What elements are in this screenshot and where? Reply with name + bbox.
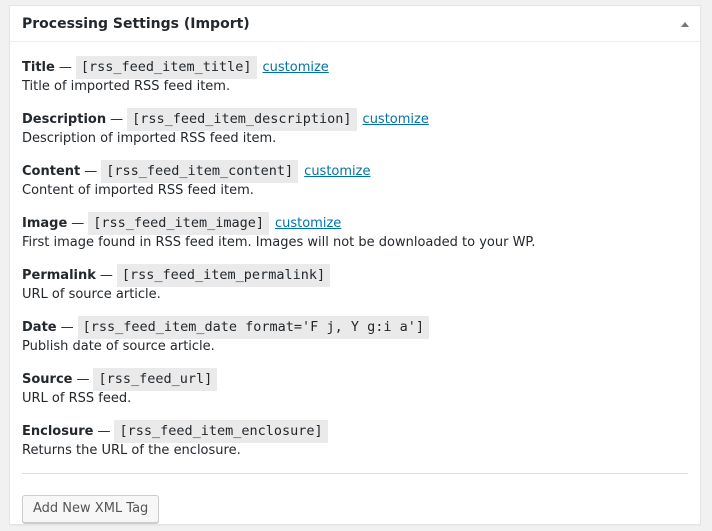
customize-link-title[interactable]: customize [262, 60, 329, 75]
panel-title: Processing Settings (Import) [22, 16, 250, 32]
tag-code: [rss_feed_url] [93, 368, 218, 391]
tag-row-source: Source — [rss_feed_url] URL of RSS feed. [22, 367, 688, 407]
tag-label: Content [22, 164, 81, 179]
customize-link-content[interactable]: customize [304, 164, 371, 179]
tag-separator: — [76, 372, 90, 387]
tag-separator: — [60, 320, 74, 335]
tag-code: [rss_feed_item_content] [101, 160, 299, 183]
tag-separator: — [71, 216, 85, 231]
tag-row-permalink: Permalink — [rss_feed_item_permalink] UR… [22, 263, 688, 303]
tag-code: [rss_feed_item_date format='F j, Y g:i a… [77, 316, 429, 339]
tag-label: Title [22, 60, 55, 75]
customize-link-image[interactable]: customize [274, 216, 342, 231]
tag-label: Date [22, 320, 57, 335]
tag-row-date: Date — [rss_feed_item_date format='F j, … [22, 315, 688, 355]
tag-label: Source [22, 372, 73, 387]
customize-link-description[interactable]: customize [362, 112, 429, 127]
tag-row-title: Title — [rss_feed_item_title] customize … [22, 55, 688, 95]
tag-separator: — [84, 164, 98, 179]
tag-description: Title of imported RSS feed item. [22, 79, 231, 94]
tag-label: Description [22, 112, 107, 127]
tag-row-content: Content — [rss_feed_item_content] custom… [22, 159, 688, 199]
tag-row-image: Image — [rss_feed_item_image] customize … [22, 211, 688, 251]
tag-code: [rss_feed_item_enclosure] [114, 420, 328, 443]
tag-description: Publish date of source article. [22, 339, 215, 354]
tag-code: [rss_feed_item_title] [75, 56, 257, 79]
processing-settings-panel: Processing Settings (Import) Title — [rs… [9, 5, 701, 525]
tag-separator: — [99, 268, 113, 283]
tag-separator: — [97, 424, 111, 439]
tag-label: Enclosure [22, 424, 94, 439]
tag-label: Image [22, 216, 68, 231]
divider [22, 473, 688, 474]
add-new-xml-tag-button[interactable]: Add New XML Tag [22, 495, 160, 523]
tag-row-enclosure: Enclosure — [rss_feed_item_enclosure] Re… [22, 419, 688, 459]
tag-separator: — [110, 112, 124, 127]
tag-code: [rss_feed_item_permalink] [116, 264, 331, 287]
tag-code: [rss_feed_item_description] [127, 108, 357, 131]
tag-label: Permalink [22, 268, 96, 283]
panel-body: Title — [rss_feed_item_title] customize … [10, 42, 700, 523]
tag-description: Returns the URL of the enclosure. [22, 443, 241, 458]
tag-description: First image found in RSS feed item. Imag… [22, 235, 536, 250]
tag-code: [rss_feed_item_image] [88, 212, 269, 235]
triangle-up-icon[interactable] [678, 18, 692, 30]
tag-description: Description of imported RSS feed item. [22, 131, 277, 146]
tag-description: URL of RSS feed. [22, 391, 132, 406]
tag-description: URL of source article. [22, 287, 161, 302]
tag-description: Content of imported RSS feed item. [22, 183, 254, 198]
tag-separator: — [58, 60, 72, 75]
tag-row-description: Description — [rss_feed_item_description… [22, 107, 688, 147]
panel-header[interactable]: Processing Settings (Import) [10, 6, 700, 42]
